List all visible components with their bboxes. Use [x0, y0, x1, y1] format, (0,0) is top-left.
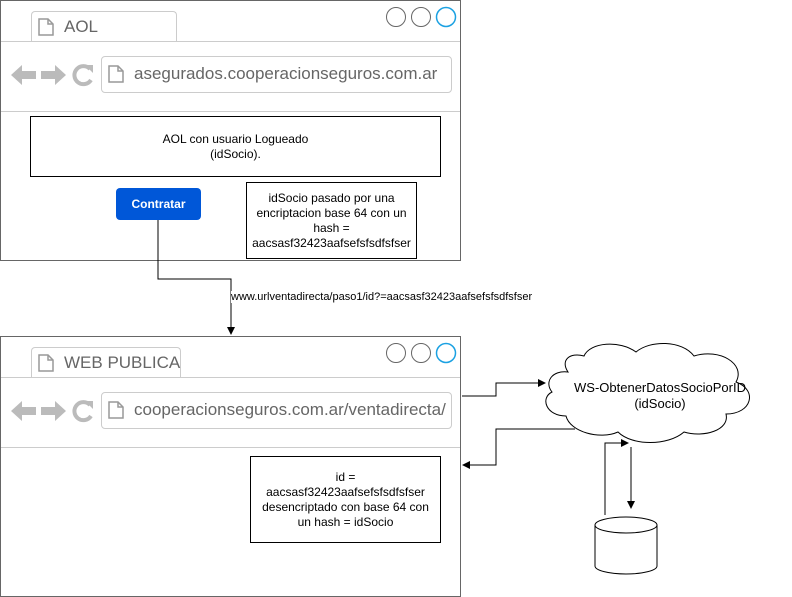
database-icon: [594, 516, 658, 575]
web-publica-nav-buttons: [11, 398, 96, 424]
aol-tab[interactable]: AOL: [31, 11, 177, 42]
web-publica-toolbar-divider: [1, 447, 460, 448]
forward-arrow-icon[interactable]: [40, 64, 66, 86]
aol-logged-user-box: AOL con usuario Logueado (idSocio).: [30, 116, 441, 177]
forward-arrow-icon[interactable]: [40, 400, 66, 422]
aol-tab-divider: [1, 41, 460, 42]
window-control-icon[interactable]: [410, 342, 432, 364]
page-icon: [38, 18, 54, 36]
window-control-icon[interactable]: [435, 342, 457, 364]
web-publica-browser-window: WEB PUBLICA cooperacionseguros.com.ar/ve…: [0, 336, 461, 597]
window-control-icon[interactable]: [410, 6, 432, 28]
aol-window-controls: [385, 6, 457, 28]
window-control-icon[interactable]: [435, 6, 457, 28]
connector-url-label: www.urlventadirecta/paso1/id?=aacsasf324…: [231, 291, 533, 303]
aol-encryption-note: idSocio pasado por una encriptacion base…: [246, 182, 417, 259]
refresh-icon[interactable]: [71, 399, 95, 423]
web-publica-decryption-note: id = aacsasf32423aafsefsfsdfsfser desenc…: [250, 456, 441, 543]
web-publica-to-ws-arrow: [462, 379, 546, 397]
web-publica-tab-title: WEB PUBLICA: [64, 353, 181, 372]
back-arrow-icon[interactable]: [11, 64, 37, 86]
aol-toolbar-divider: [1, 111, 460, 112]
contratar-button[interactable]: Contratar: [116, 188, 201, 220]
database-to-ws-arrow: [604, 439, 629, 515]
web-publica-url-text: cooperacionseguros.com.ar/ventadirecta/: [134, 400, 446, 419]
page-icon: [108, 401, 124, 419]
cloud-icon: [545, 342, 750, 443]
contratar-to-web-publica-arrow: [157, 220, 235, 335]
web-publica-tab-divider: [1, 377, 460, 378]
ws-cloud-label: WS-ObtenerDatosSocioPorID (idSocio): [574, 380, 746, 411]
ws-to-web-publica-arrow: [462, 428, 575, 469]
window-control-icon[interactable]: [385, 6, 407, 28]
aol-url-bar[interactable]: asegurados.cooperacionseguros.com.ar: [101, 56, 452, 93]
page-icon: [108, 65, 124, 83]
window-control-icon[interactable]: [385, 342, 407, 364]
page-icon: [38, 354, 54, 372]
aol-tab-title: AOL: [64, 17, 99, 36]
web-publica-tab[interactable]: WEB PUBLICA: [31, 347, 181, 378]
back-arrow-icon[interactable]: [11, 400, 37, 422]
web-publica-window-controls: [385, 342, 457, 364]
aol-url-text: asegurados.cooperacionseguros.com.ar: [134, 64, 438, 83]
aol-nav-buttons: [11, 62, 96, 88]
refresh-icon[interactable]: [71, 63, 95, 87]
web-publica-url-bar[interactable]: cooperacionseguros.com.ar/ventadirecta/: [101, 392, 452, 429]
